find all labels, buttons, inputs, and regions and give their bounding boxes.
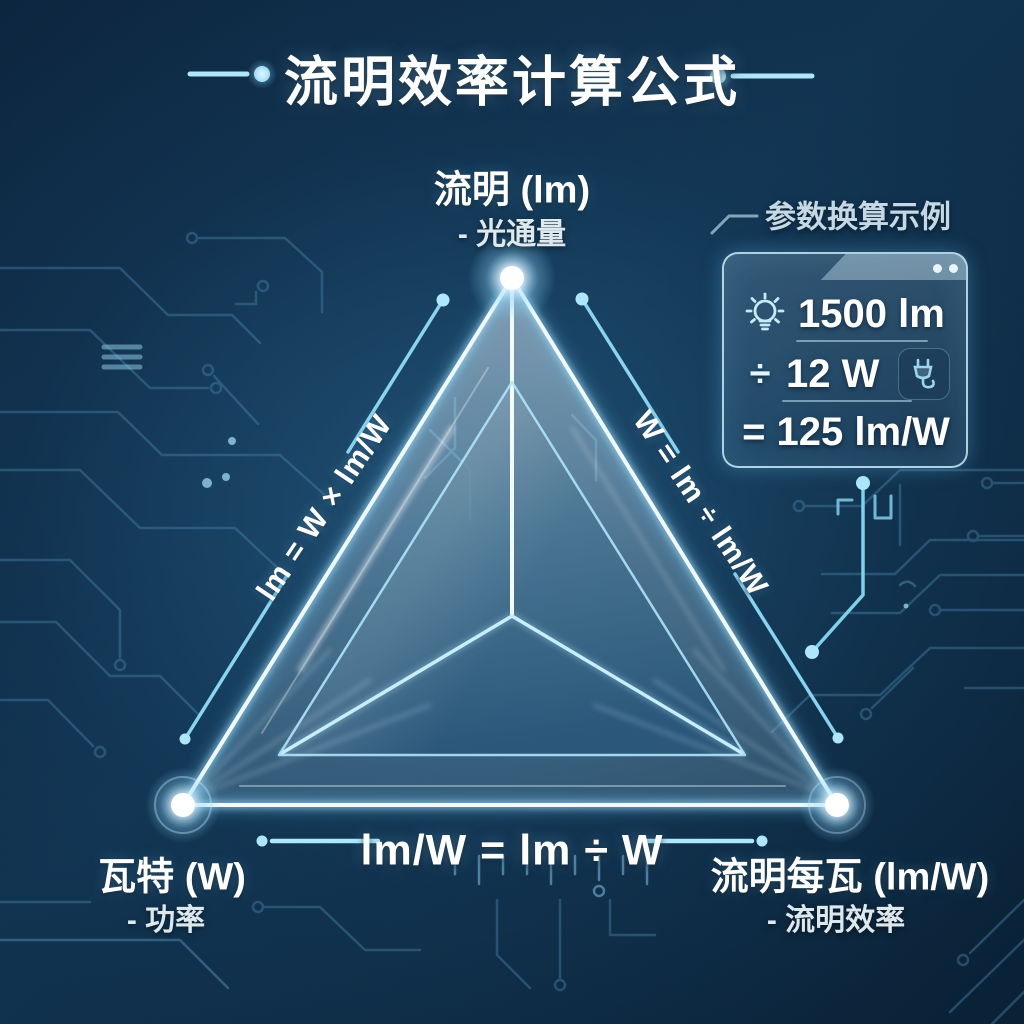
divide-operator: ÷ bbox=[749, 352, 771, 395]
card-connector bbox=[805, 476, 893, 659]
panel-title-decoration bbox=[710, 214, 759, 235]
bottom-left-vertex-sublabel: - 功率 bbox=[126, 904, 206, 937]
bottom-left-vertex-label: 瓦特 (W) bbox=[98, 856, 246, 899]
card-divider bbox=[796, 340, 928, 342]
lightbulb-icon bbox=[745, 292, 785, 331]
card-row-result: = 125 lm/W bbox=[742, 408, 950, 456]
vertex-glow-dots bbox=[145, 234, 875, 843]
example-card: 1500 lm ÷ 12 W = 125 lm/W bbox=[722, 252, 968, 468]
efficiency-result-value: = 125 lm/W bbox=[742, 409, 950, 454]
card-row-watts: ÷ 12 W bbox=[742, 348, 950, 400]
card-header-dot bbox=[933, 264, 942, 273]
bottom-edge-formula: lm/W = lm ÷ W bbox=[360, 826, 664, 875]
bottom-right-vertex-sublabel: - 流明效率 bbox=[766, 904, 906, 937]
bottom-formula-accents bbox=[256, 835, 768, 847]
title-accents bbox=[187, 59, 815, 91]
card-row-lumens: 1500 lm bbox=[742, 290, 950, 338]
example-panel-title: 参数换算示例 bbox=[765, 199, 951, 235]
watts-value: 12 W bbox=[786, 351, 880, 396]
top-vertex-sublabel: - 光通量 bbox=[457, 218, 567, 251]
card-header-dot bbox=[949, 264, 958, 273]
card-divider bbox=[782, 400, 912, 402]
plug-icon bbox=[898, 348, 950, 400]
bottom-right-vertex-label: 流明每瓦 (lm/W) bbox=[710, 856, 990, 899]
page-title: 流明效率计算公式 bbox=[284, 52, 740, 113]
lumens-value: 1500 lm bbox=[798, 291, 945, 336]
top-vertex-label: 流明 (lm) bbox=[433, 169, 591, 212]
card-header-bar bbox=[820, 254, 966, 280]
tick-marks bbox=[453, 854, 649, 898]
